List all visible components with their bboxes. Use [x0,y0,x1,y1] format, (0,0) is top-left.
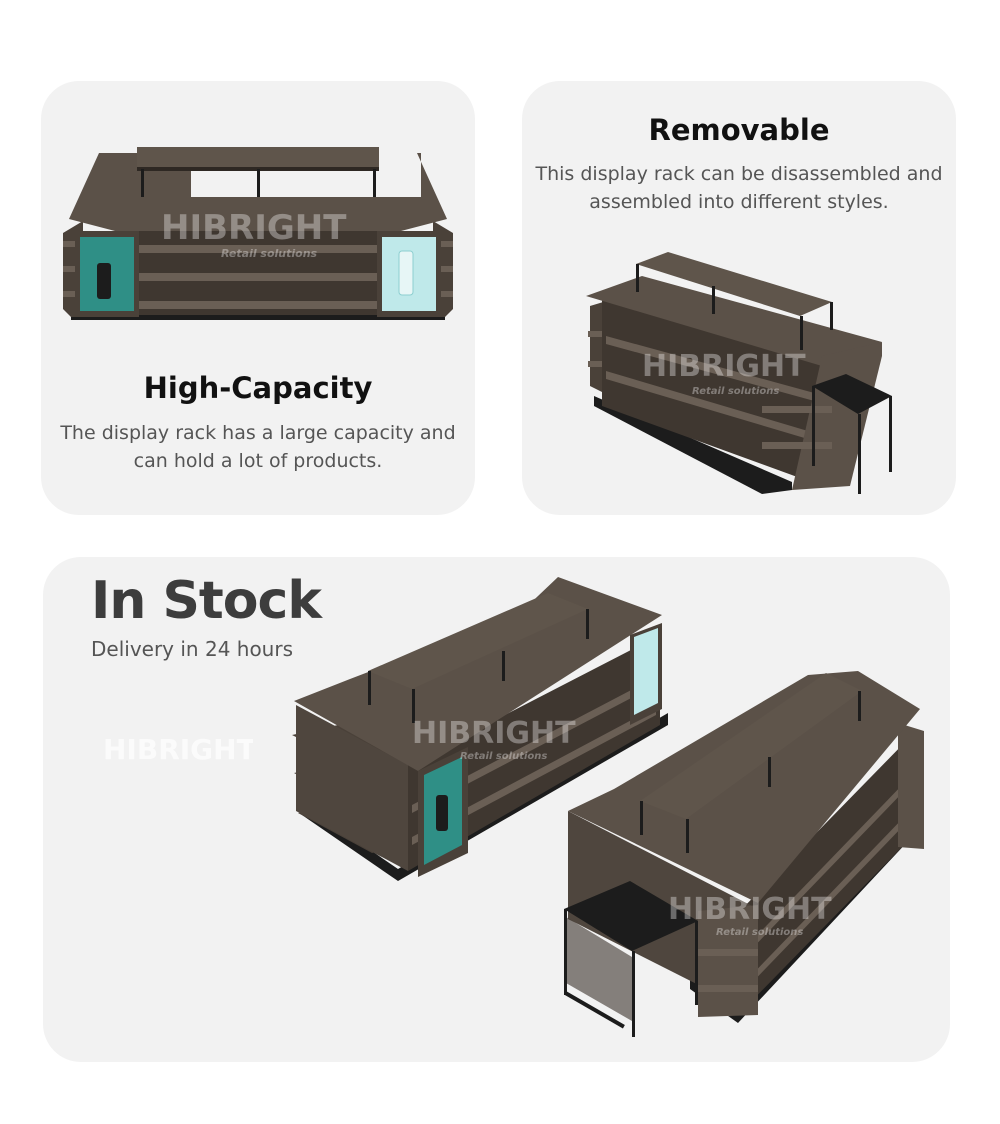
watermark-brand: HIBRIGHT [642,349,806,384]
in-stock-card: In Stock Delivery in 24 hours HIBRIGHT [43,557,950,1062]
watermark-tagline: Retail solutions [716,927,803,938]
removable-rack-image: HIBRIGHT Retail solutions [586,252,892,494]
high-capacity-description: The display rack has a large capacity an… [60,422,456,472]
high-capacity-title: High-Capacity [143,371,373,405]
background-watermark: HIBRIGHT [103,733,253,766]
watermark-tagline: Retail solutions [460,751,547,762]
in-stock-rack-right-image: HIBRIGHT Retail solutions [563,671,924,1037]
watermark-brand: HIBRIGHT [161,208,347,248]
in-stock-subtitle: Delivery in 24 hours [91,637,294,661]
removable-title: Removable [648,113,830,147]
high-capacity-rack-image: HIBRIGHT Retail solutions [63,147,453,320]
watermark-brand: HIBRIGHT [103,733,253,766]
in-stock-rack-left-image: HIBRIGHT Retail solutions [292,577,668,881]
removable-card: Removable This display rack can be disas… [522,81,956,515]
watermark-tagline: Retail solutions [692,386,779,397]
high-capacity-card: HIBRIGHT Retail solutions High-Capacity … [41,81,475,515]
in-stock-title: In Stock [91,571,322,631]
watermark-brand: HIBRIGHT [668,892,832,927]
removable-description: This display rack can be disassembled an… [535,163,943,213]
watermark-brand: HIBRIGHT [412,716,576,751]
watermark-tagline: Retail solutions [221,247,318,260]
